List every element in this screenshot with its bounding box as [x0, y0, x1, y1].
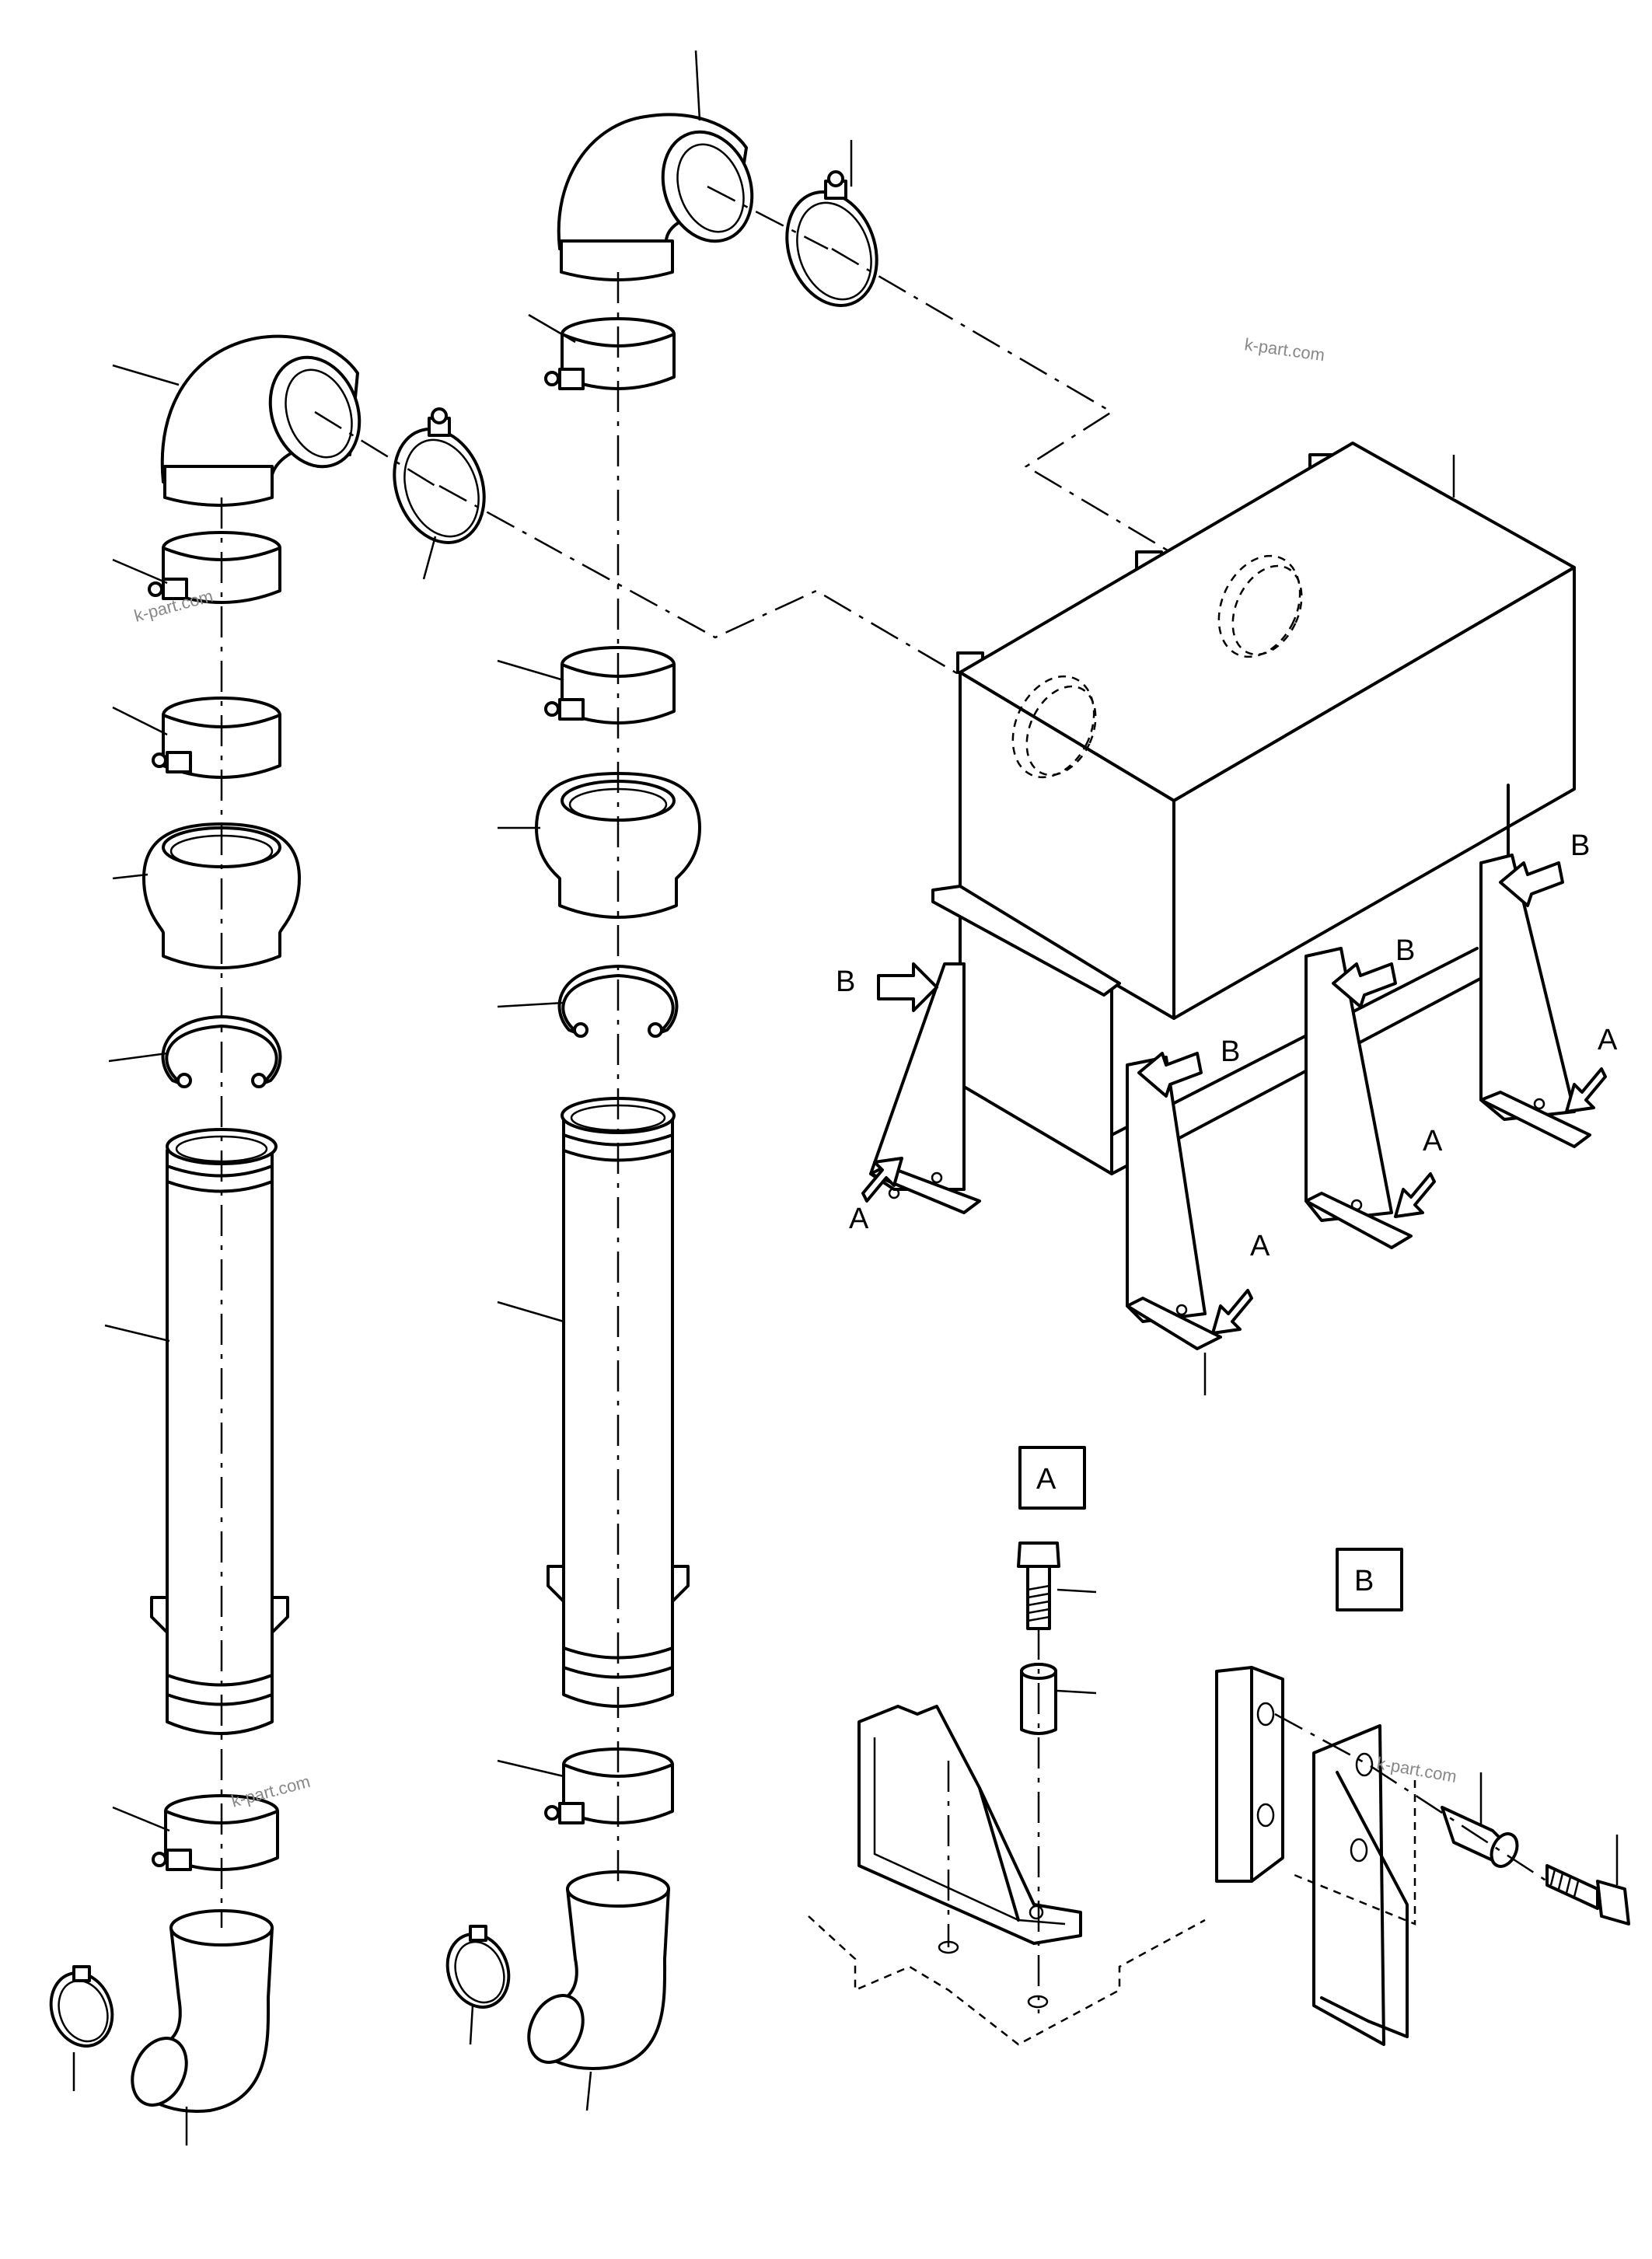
- tank-assembly: [861, 442, 1607, 1350]
- detail-a-label-box: [1018, 1446, 1086, 1510]
- left-bottom-elbow: [131, 1909, 274, 2113]
- detail-a-bolt: [1017, 1541, 1060, 1630]
- center-clamp-3: [544, 1747, 674, 1824]
- left-retaining-ring: [161, 1015, 282, 1088]
- callout-a-2: A: [1250, 1230, 1270, 1262]
- left-top-elbow: [160, 334, 361, 507]
- center-side-clamp: [785, 170, 878, 307]
- left-clamp-2: [152, 697, 281, 779]
- watermark-1: k-part.com: [1243, 334, 1325, 365]
- connection-path-2: [438, 484, 1043, 724]
- center-clamp-2: [544, 646, 676, 724]
- callout-a-4: A: [1598, 1024, 1618, 1056]
- detail-view-a: A: [808, 1446, 1206, 2046]
- callout-b-3: B: [1570, 829, 1590, 862]
- callout-a-1: A: [849, 1203, 869, 1235]
- callout-b-1: B: [836, 965, 855, 998]
- center-retaining-ring: [557, 965, 679, 1038]
- leader-lines: [72, 50, 1619, 2146]
- callout-a-3: A: [1423, 1125, 1443, 1157]
- detail-b-label: B: [1354, 1565, 1374, 1597]
- left-clamp-1: [148, 531, 281, 604]
- center-bottom-elbow: [527, 1870, 670, 2070]
- center-small-clamp: [445, 1925, 511, 2009]
- center-pipe-assembly: [445, 113, 878, 2070]
- detail-b-bolt: [1545, 1864, 1630, 1926]
- left-side-clamp: [393, 407, 486, 544]
- left-clamp-3: [152, 1794, 279, 1871]
- center-top-elbow: [557, 113, 754, 281]
- callout-b-2: B: [1395, 934, 1415, 967]
- detail-view-b: B: [1215, 1548, 1630, 2046]
- left-pipe-assembly: [49, 334, 486, 2113]
- detail-b-label-box: [1336, 1548, 1403, 1611]
- center-clamp-1: [544, 317, 676, 390]
- watermark-4: k-part.com: [1375, 1753, 1458, 1786]
- callout-b-4: B: [1221, 1035, 1240, 1068]
- detail-a-label: A: [1036, 1463, 1057, 1496]
- left-small-clamp: [49, 1965, 114, 2048]
- left-long-tube: [150, 1128, 289, 1735]
- connection-path-1: [831, 247, 1276, 616]
- detail-a-bracket: [857, 1705, 1082, 1945]
